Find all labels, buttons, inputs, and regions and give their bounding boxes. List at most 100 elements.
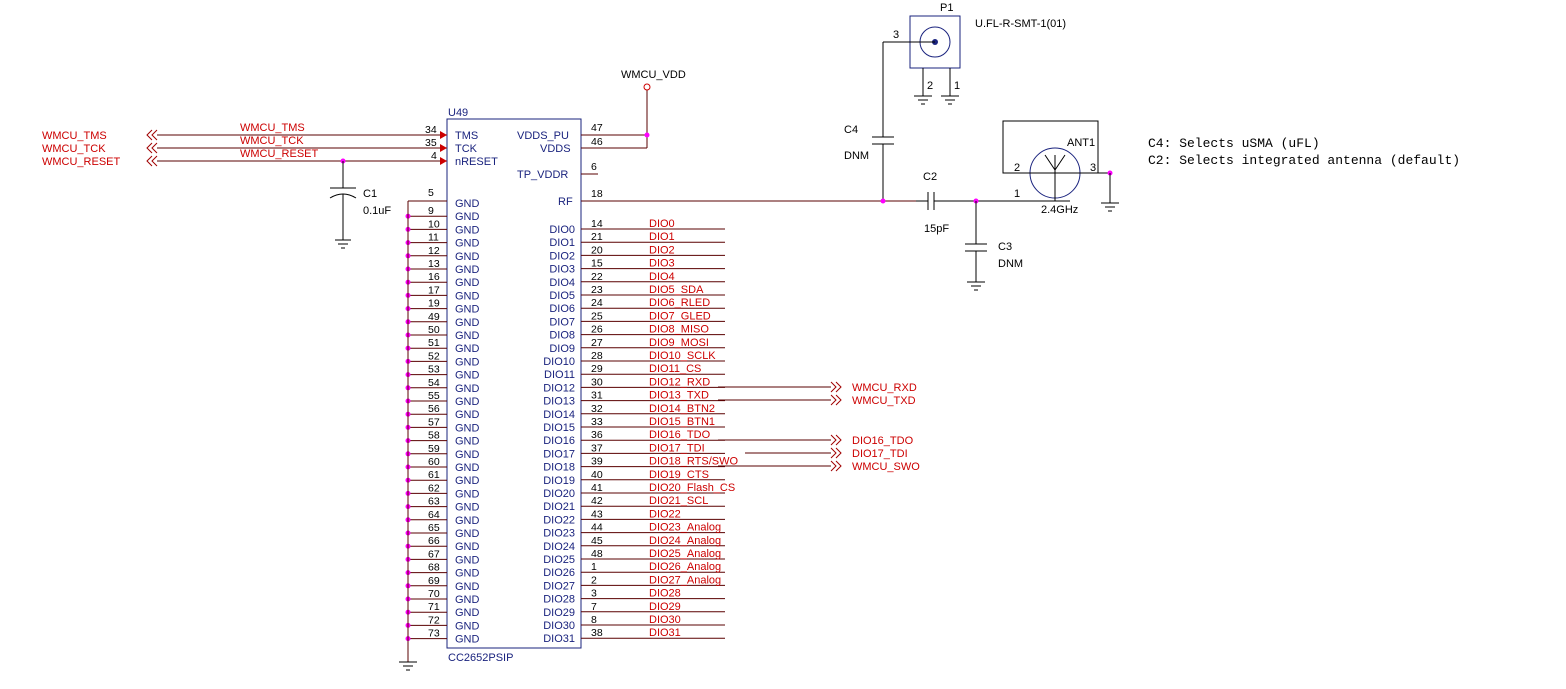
power-label: WMCU_VDD [621,69,686,81]
gnd-pin-name: GND [455,528,480,540]
gnd-pin-name: GND [455,383,480,395]
gnd-pin-name: GND [455,304,480,316]
dio-net-label: DIO25_Analog [649,548,721,560]
dio-pin-name: DIO16 [543,435,575,447]
left-ports: WMCU_TMS WMCU_TCK WMCU_RESET WMCU_TMS WM… [42,122,410,168]
pin-name-tms: TMS [455,130,478,142]
gnd-pin-number: 69 [428,575,440,587]
port-rxd-chevron-icon [830,381,842,393]
dio-net-label: DIO10_SCLK [649,350,716,362]
gnd-pin-name: GND [455,224,480,236]
p1-part: U.FL-R-SMT-1(01) [975,18,1066,30]
pin-name-vdds-pu: VDDS_PU [517,130,569,142]
pin-name-tck: TCK [455,143,478,155]
dio-pin-name: DIO20 [543,488,575,500]
gnd-pin-number: 19 [428,298,440,310]
gnd-pin-number: 72 [428,614,440,626]
gnd-pin-number: 49 [428,311,440,323]
gnd-pin-number: 12 [428,245,440,257]
junction-dot [880,198,886,204]
chip-part: CC2652PSIP [448,652,513,664]
dio-net-label: DIO0 [649,218,675,230]
dio-pin-number: 28 [591,350,603,362]
dio-net-label: DIO26_Analog [649,561,721,573]
gnd-pin-name: GND [455,594,480,606]
dio-pin-number: 31 [591,390,603,402]
gnd-pin-number: 64 [428,509,440,521]
dio-pin-number: 37 [591,442,603,454]
note-c2: C2: Selects integrated antenna (default) [1148,153,1460,168]
dio-pin-number: 3 [591,588,597,600]
dio-net-label: DIO22 [649,508,681,520]
port-tdo-chevron-icon [830,434,842,446]
gnd-pin-number: 73 [428,628,440,640]
gnd-pin-number: 53 [428,364,440,376]
c2-ref: C2 [923,171,937,183]
port-wmcu-rxd: WMCU_RXD [852,382,917,394]
dio-pin-name: DIO31 [543,633,575,645]
pin-num-tms: 34 [425,124,437,136]
pin-num-tck: 35 [425,137,437,149]
dio-pin-name: DIO29 [543,607,575,619]
right-ports: WMCU_RXD WMCU_TXD DIO16_TDO DIO17_TDI WM… [718,381,920,473]
dio-net-label: DIO28 [649,588,681,600]
gnd-pin-number: 60 [428,456,440,468]
dio-pin-name: DIO6 [549,303,575,315]
chip-left-pins: 34 35 4 TMS TCK nRESET [410,124,498,168]
gnd-pin-name: GND [455,396,480,408]
pin-name-tp-vddr: TP_VDDR [517,169,568,181]
gnd-pin-number: 59 [428,443,440,455]
dio-pin-number: 45 [591,535,603,547]
dio-pin-name: DIO13 [543,396,575,408]
gnd-pin-name: GND [455,436,480,448]
gnd-pin-number: 70 [428,588,440,600]
dio-pin-number: 42 [591,495,603,507]
pin-num-reset: 4 [431,150,437,162]
pin-num-vdds: 46 [591,136,603,148]
gnd-pin-number: 57 [428,416,440,428]
dio-pin-name: DIO30 [543,620,575,632]
gnd-pin-name: GND [455,541,480,553]
dio-net-label: DIO7_GLED [649,310,711,322]
ant1-pin-2: 2 [1014,162,1020,174]
gnd-pin-number: 17 [428,284,440,296]
note-c4: C4: Selects uSMA (uFL) [1148,136,1320,151]
c4-ref: C4 [844,124,858,136]
gnd-pin-number: 55 [428,390,440,402]
reset-arrow-icon [440,157,447,165]
gnd-pin-number: 66 [428,535,440,547]
dio-pin-name: DIO8 [549,330,575,342]
gnd-pin-name: GND [455,290,480,302]
port-tms-chevron-icon [146,129,158,141]
gnd-pin-number: 58 [428,430,440,442]
c1-ref: C1 [363,188,377,200]
gnd-pin-name: GND [455,277,480,289]
dio-net-label: DIO27_Analog [649,574,721,586]
dio-net-label: DIO31 [649,627,681,639]
gnd-pin-number: 10 [428,218,440,230]
gnd-pin-number: 54 [428,377,440,389]
dio-net-label: DIO18_RTS/SWO [649,456,738,468]
dio-pin-number: 32 [591,403,603,415]
net-wmcu-reset: WMCU_RESET [240,148,319,160]
pin-name-vdds: VDDS [540,143,571,155]
dio-pin-number: 44 [591,522,603,534]
dio-pin-name: DIO17 [543,448,575,460]
gnd-pin-number: 61 [428,469,440,481]
c4-value: DNM [844,150,869,162]
dio-net-label: DIO15_BTN1 [649,416,715,428]
dio-net-label: DIO9_MOSI [649,337,709,349]
gnd-pin-number: 65 [428,522,440,534]
dio-pin-number: 1 [591,561,597,573]
dio-pin-number: 38 [591,627,603,639]
gnd-pin-number: 16 [428,271,440,283]
dio-pin-name: DIO3 [549,264,575,276]
tms-arrow-icon [440,131,447,139]
dio-pin-name: DIO12 [543,382,575,394]
pin-name-reset: nRESET [455,156,498,168]
dio-pin-number: 41 [591,482,603,494]
dio-pin-name: DIO26 [543,567,575,579]
gnd-pin-name: GND [455,422,480,434]
